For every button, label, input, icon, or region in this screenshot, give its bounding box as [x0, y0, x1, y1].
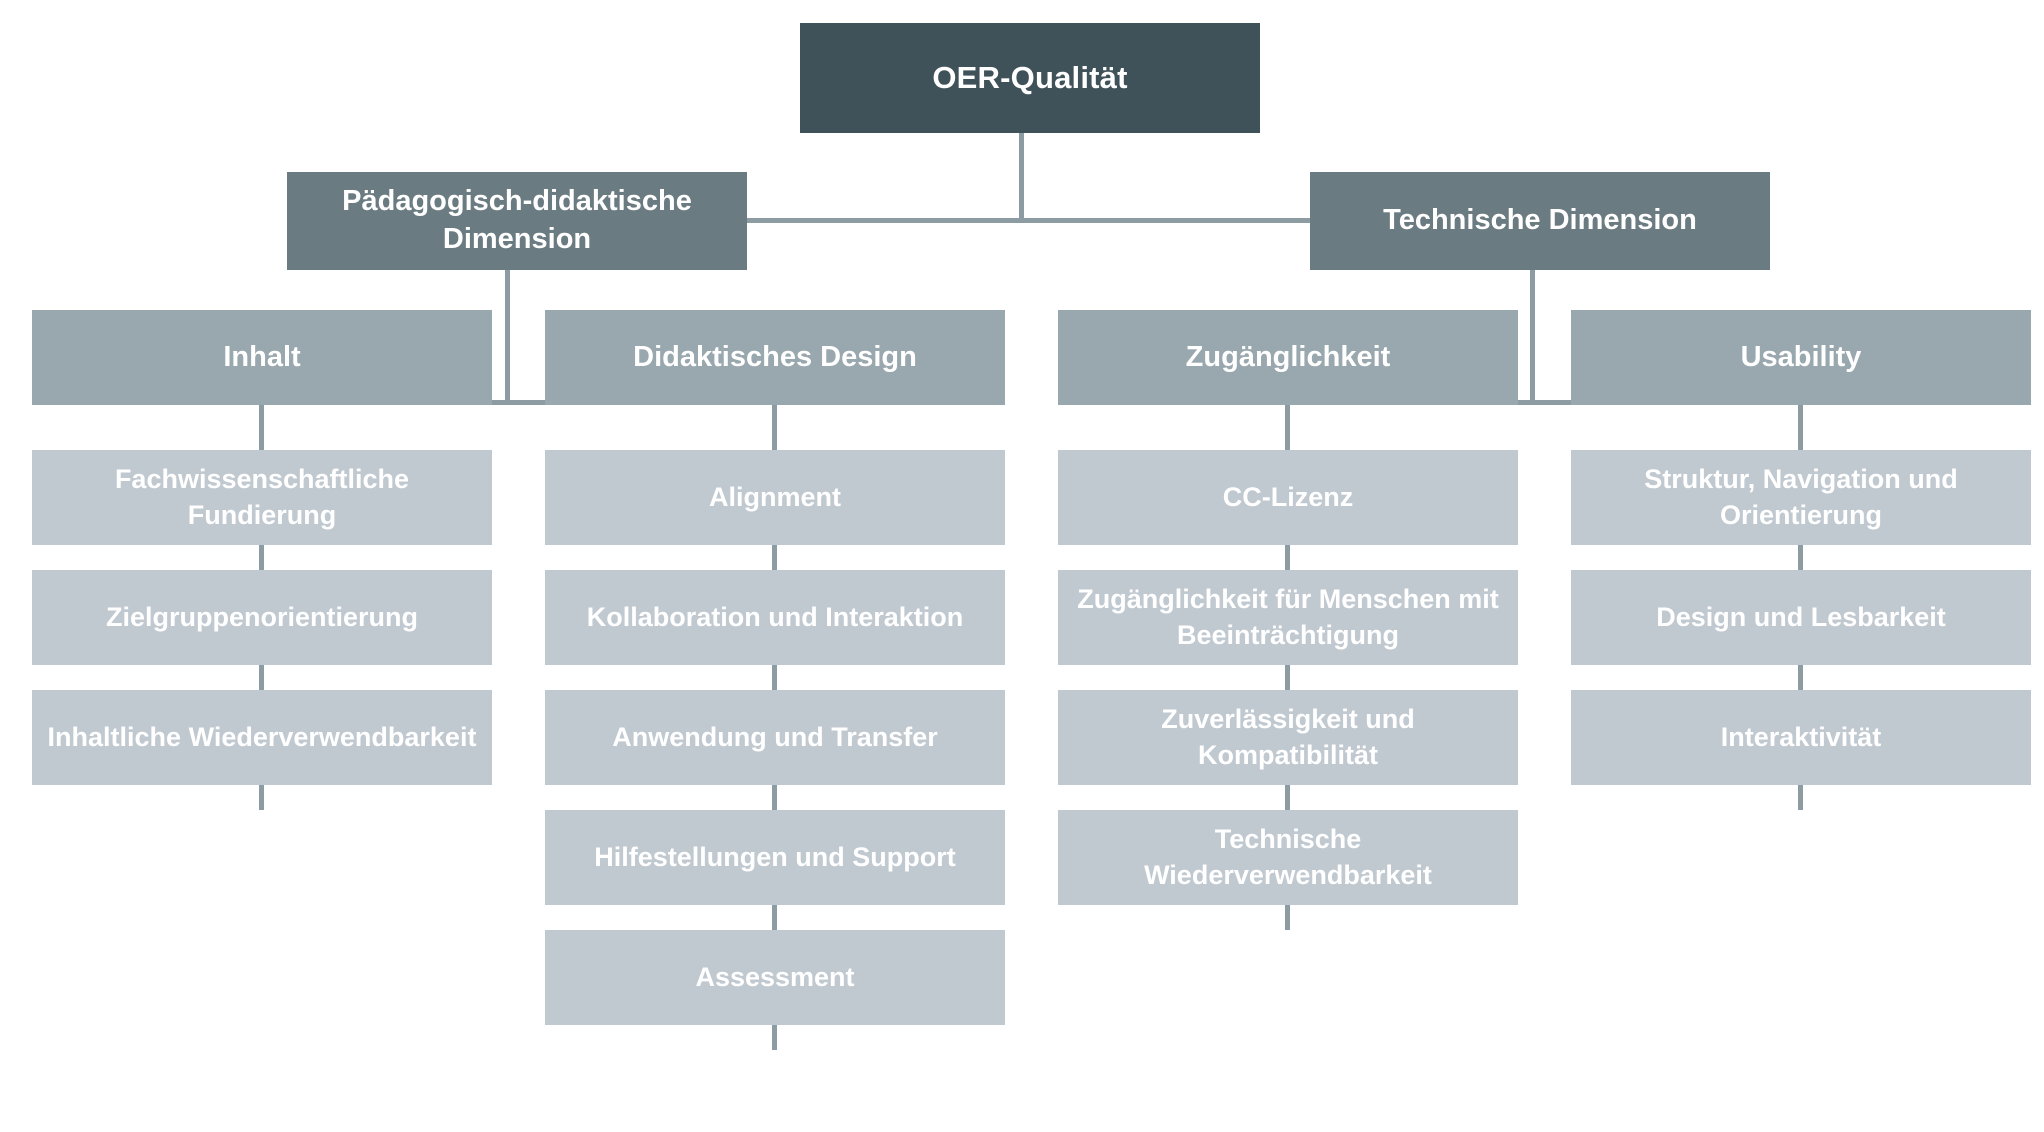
- node-dimension-label: Technische Dimension: [1383, 204, 1697, 237]
- node-criterion[interactable]: Zugänglichkeit für Menschen mit Beeinträ…: [1058, 570, 1518, 665]
- node-criterion-label: Zuverlässigkeit und Kompatibilität: [1161, 704, 1415, 770]
- node-criterion-label: Hilfestellungen und Support: [594, 841, 956, 872]
- node-criterion[interactable]: Struktur, Navigation und Orientierung: [1571, 450, 2031, 545]
- node-root-oer-qualitaet[interactable]: OER-Qualität: [800, 23, 1260, 133]
- node-criterion-label: Alignment: [709, 481, 841, 512]
- node-criterion[interactable]: Inhaltliche Wiederverwendbarkeit: [32, 690, 492, 785]
- node-criterion[interactable]: Alignment: [545, 450, 1005, 545]
- connector-dimension-spine: [747, 218, 1310, 223]
- node-criterion-label: Anwendung und Transfer: [612, 721, 938, 752]
- node-criterion-label: Fachwissenschaftliche Fundierung: [114, 464, 410, 530]
- node-criterion[interactable]: Design und Lesbarkeit: [1571, 570, 2031, 665]
- node-category-label: Inhalt: [223, 340, 301, 373]
- node-category-label: Usability: [1740, 340, 1862, 373]
- node-criterion-label: Inhaltliche Wiederverwendbarkeit: [47, 721, 477, 752]
- node-criterion[interactable]: Zuverlässigkeit und Kompatibilität: [1058, 690, 1518, 785]
- node-dimension-label: Pädagogisch-didaktische Dimension: [342, 185, 692, 255]
- node-criterion-label: Interaktivität: [1720, 721, 1882, 752]
- node-criterion-label: CC-Lizenz: [1222, 481, 1354, 512]
- node-criterion-label: Design und Lesbarkeit: [1656, 601, 1946, 632]
- node-category-inhalt[interactable]: Inhalt: [32, 310, 492, 405]
- node-criterion[interactable]: Zielgruppenorientierung: [32, 570, 492, 665]
- connector-dimension-right-stem: [1530, 270, 1535, 405]
- node-category-label: Didaktisches Design: [633, 340, 917, 373]
- node-criterion[interactable]: Anwendung und Transfer: [545, 690, 1005, 785]
- connector-category-spine-right: [1288, 400, 1780, 405]
- node-root-label: OER-Qualität: [932, 59, 1128, 95]
- node-criterion[interactable]: Technische Wiederverwendbarkeit: [1058, 810, 1518, 905]
- node-dimension-technisch[interactable]: Technische Dimension: [1310, 172, 1770, 270]
- node-category-usability[interactable]: Usability: [1571, 310, 2031, 405]
- node-criterion[interactable]: Hilfestellungen und Support: [545, 810, 1005, 905]
- node-criterion-label: Zielgruppenorientierung: [105, 601, 418, 632]
- node-category-zugaenglichkeit[interactable]: Zugänglichkeit: [1058, 310, 1518, 405]
- node-criterion[interactable]: Fachwissenschaftliche Fundierung: [32, 450, 492, 545]
- node-criterion-label: Struktur, Navigation und Orientierung: [1644, 464, 1958, 530]
- node-criterion[interactable]: Assessment: [545, 930, 1005, 1025]
- connector-dimension-left-stem: [505, 270, 510, 405]
- node-criterion-label: Technische Wiederverwendbarkeit: [1144, 824, 1432, 890]
- node-criterion[interactable]: Kollaboration und Interaktion: [545, 570, 1005, 665]
- node-criterion-label: Assessment: [695, 961, 855, 992]
- connector-column-zugaenglichkeit: [1285, 405, 1290, 930]
- node-category-didaktisches-design[interactable]: Didaktisches Design: [545, 310, 1005, 405]
- node-criterion-label: Zugänglichkeit für Menschen mit Beeinträ…: [1077, 584, 1499, 650]
- node-criterion-label: Kollaboration und Interaktion: [586, 601, 964, 632]
- node-criterion[interactable]: CC-Lizenz: [1058, 450, 1518, 545]
- node-dimension-paedagogisch-didaktisch[interactable]: Pädagogisch-didaktische Dimension: [287, 172, 747, 270]
- connector-category-spine-left: [262, 400, 754, 405]
- connector-root-stem: [1019, 133, 1024, 222]
- node-criterion[interactable]: Interaktivität: [1571, 690, 2031, 785]
- node-category-label: Zugänglichkeit: [1185, 340, 1391, 373]
